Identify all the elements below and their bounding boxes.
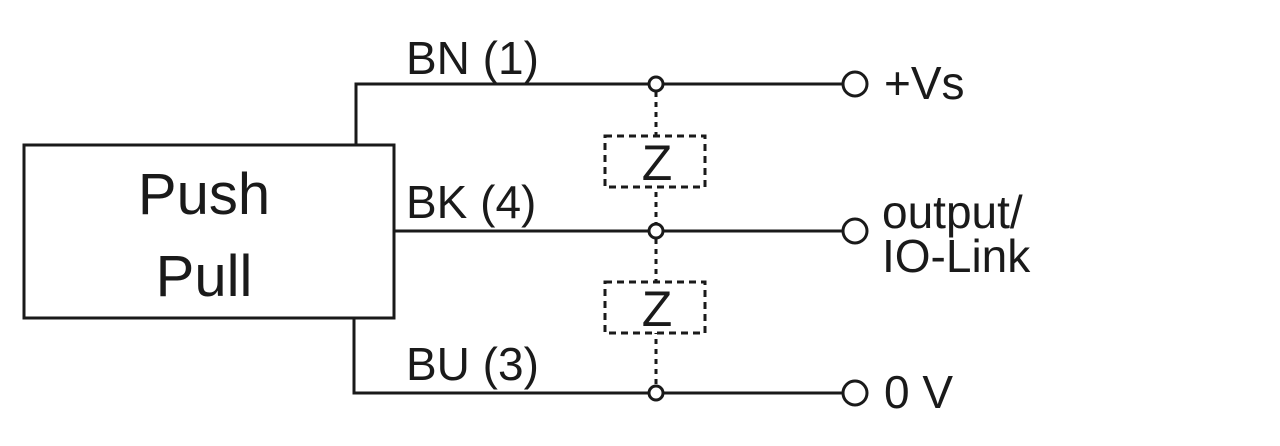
load-z-label-2: Z (642, 281, 673, 337)
wire-bn-label: BN (1) (406, 32, 539, 84)
terminal-0v (841, 379, 869, 407)
terminal-vs (841, 70, 869, 98)
terminal-0v-label: 0 V (884, 366, 953, 418)
terminal-vs-label: +Vs (884, 57, 965, 109)
wire-bu-label: BU (3) (406, 338, 539, 390)
junction-node-bk (647, 222, 665, 240)
junction-node-bu (647, 384, 665, 402)
terminal-output-label-line2: IO-Link (882, 230, 1031, 282)
load-z-label-1: Z (642, 135, 673, 191)
load-z-box-1 (603, 134, 707, 189)
terminal-output (841, 217, 869, 245)
wire-bu (352, 318, 843, 395)
block-label-line1: Push (138, 162, 270, 227)
block-label-line2: Pull (156, 244, 253, 309)
terminal-output-label-line1: output/ (882, 186, 1023, 238)
junction-node-bn (647, 75, 665, 93)
wire-bn (354, 82, 843, 145)
load-z-box-2 (603, 280, 707, 335)
wire-bk-label: BK (4) (406, 176, 536, 228)
